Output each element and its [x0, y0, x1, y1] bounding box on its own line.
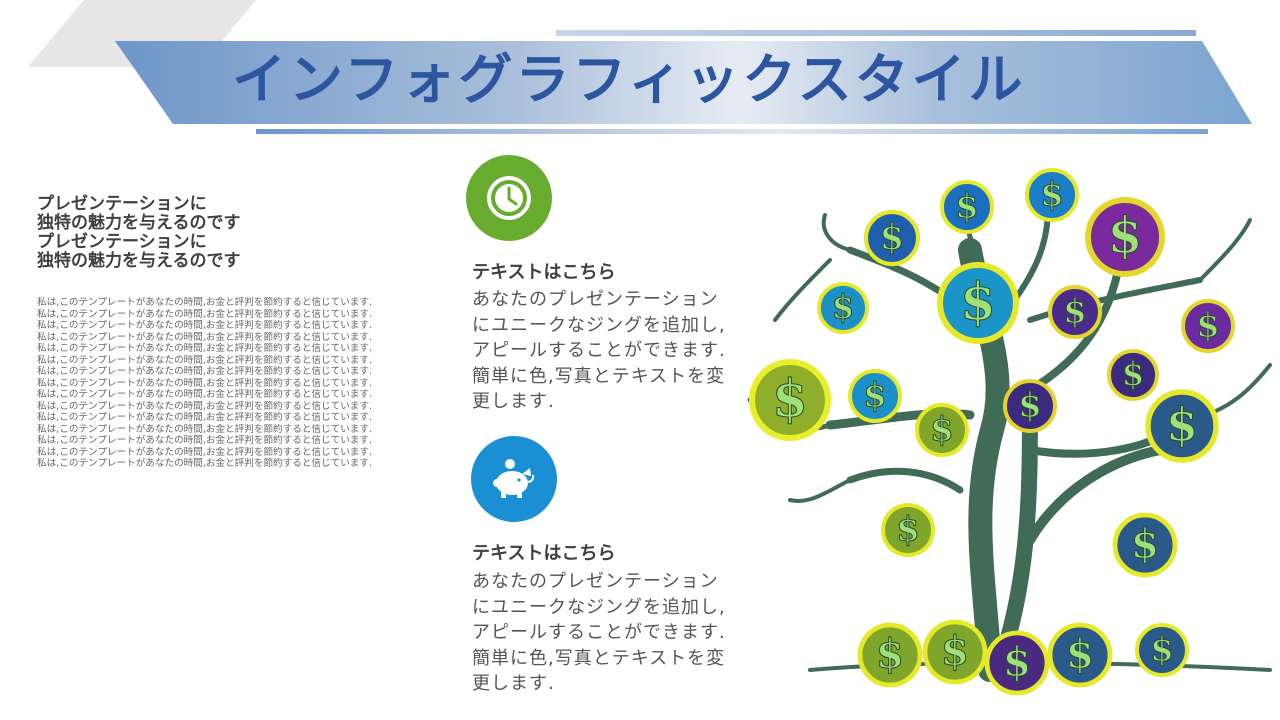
dollar-coin-icon: $	[940, 180, 994, 234]
header-accent-line-bottom	[256, 129, 1208, 134]
svg-text:$: $	[896, 509, 919, 549]
body-line: 私は,このテンプレートがあなたの時間,お金と評判を節約すると信じています.	[37, 446, 373, 458]
body-line: 私は,このテンプレートがあなたの時間,お金と評判を節約すると信じています.	[37, 400, 373, 412]
svg-text:$: $	[1166, 397, 1198, 451]
dollar-coin-icon: $	[984, 630, 1050, 696]
dollar-coin-icon: $	[936, 261, 1020, 345]
body-line: 私は,このテンプレートがあなたの時間,お金と評判を節約すると信じています.	[37, 435, 373, 446]
dollar-coin-icon: $	[817, 282, 869, 334]
svg-text:$: $	[832, 288, 855, 326]
dollar-coin-icon: $	[1112, 512, 1178, 578]
left-body-text: 私は,このテンプレートがあなたの時間,お金と評判を節約すると信じています.私は,…	[37, 297, 457, 470]
left-headline: プレゼンテーションに 独特の魅力を与えるのです プレゼンテーションに 独特の魅力…	[37, 194, 241, 271]
body-line: 私は,このテンプレートがあなたの時間,お金と評判を節約すると信じています.	[37, 343, 373, 354]
clock-icon	[487, 176, 531, 220]
dollar-coin-icon: $	[922, 619, 988, 685]
dollar-coin-icon: $	[1107, 349, 1159, 401]
dollar-coin-icon: $	[1003, 379, 1057, 433]
body-line: 私は,このテンプレートがあなたの時間,お金と評判を節約すると信じています.	[37, 354, 373, 366]
svg-text:$: $	[863, 375, 886, 415]
svg-text:$: $	[941, 627, 969, 675]
svg-text:$: $	[960, 272, 996, 332]
header-accent-line-top	[556, 30, 1196, 36]
svg-text:$: $	[772, 369, 808, 429]
svg-text:$: $	[1063, 291, 1086, 331]
dollar-coin-icon: $	[1047, 622, 1113, 688]
piggy-bank-icon	[493, 459, 535, 498]
item-2-title: テキストはこちら	[472, 543, 616, 564]
money-tree-illustration: $ $ $ $ $ $ $ $ $ $ $ $ $ $ $ $ $ $ $ $ $	[747, 168, 1272, 696]
header-banner	[115, 41, 1252, 124]
piggy-badge	[471, 436, 557, 522]
body-line: 私は,このテンプレートがあなたの時間,お金と評判を節約すると信じています.	[37, 412, 373, 423]
dollar-coin-icon: $	[1048, 285, 1102, 339]
body-line: 私は,このテンプレートがあなたの時間,お金と評判を節約すると信じています.	[37, 320, 373, 331]
page-title: インフォグラフィックスタイル	[232, 48, 1026, 111]
svg-text:$: $	[1018, 385, 1041, 425]
dollar-coin-icon: $	[863, 209, 921, 267]
svg-text:$: $	[1196, 305, 1219, 345]
item-1-text: あなたのプレゼンテーション にユニークなジングを追加し, アピールすることができ…	[472, 289, 726, 412]
svg-text:$: $	[1122, 355, 1145, 393]
clock-badge	[466, 155, 552, 241]
dollar-coin-icon: $	[915, 403, 969, 457]
svg-text:$: $	[1066, 630, 1094, 678]
dollar-coin-icon: $	[1181, 299, 1235, 353]
body-line: 私は,このテンプレートがあなたの時間,お金と評判を節約すると信じています.	[37, 308, 373, 320]
body-line: 私は,このテンプレートがあなたの時間,お金と評判を節約すると信じています.	[37, 366, 373, 377]
dollar-coin-icon: $	[1025, 168, 1079, 222]
body-line: 私は,このテンプレートがあなたの時間,お金と評判を節約すると信じています.	[37, 297, 373, 308]
dollar-coin-icon: $	[1145, 389, 1219, 463]
svg-text:$: $	[1003, 638, 1031, 686]
item-2-text: あなたのプレゼンテーション にユニークなジングを追加し, アピールすることができ…	[472, 571, 726, 694]
dollar-coin-icon: $	[857, 622, 923, 688]
svg-text:$: $	[880, 217, 904, 258]
svg-text:$: $	[930, 409, 953, 449]
body-line: 私は,このテンプレートがあなたの時間,お金と評判を節約すると信じています.	[37, 377, 373, 389]
dollar-coin-icon: $	[1135, 623, 1189, 677]
svg-text:$: $	[955, 186, 978, 226]
body-line: 私は,このテンプレートがあなたの時間,お金と評判を節約すると信じています.	[37, 389, 373, 400]
svg-text:$: $	[876, 630, 904, 678]
body-line: 私は,このテンプレートがあなたの時間,お金と評判を節約すると信じています.	[37, 331, 373, 343]
dollar-coin-icon: $	[1085, 197, 1165, 277]
dollar-coin-icon: $	[881, 503, 935, 557]
svg-text:$: $	[1108, 206, 1143, 265]
body-line: 私は,このテンプレートがあなたの時間,お金と評判を節約すると信じています.	[37, 458, 373, 469]
item-1-title: テキストはこちら	[472, 262, 616, 283]
svg-text:$: $	[1131, 520, 1159, 568]
dollar-coin-icon: $	[848, 369, 902, 423]
svg-text:$: $	[1040, 174, 1063, 214]
svg-text:$: $	[1150, 629, 1173, 669]
body-line: 私は,このテンプレートがあなたの時間,お金と評判を節約すると信じています.	[37, 423, 373, 435]
dollar-coin-icon: $	[748, 358, 832, 442]
